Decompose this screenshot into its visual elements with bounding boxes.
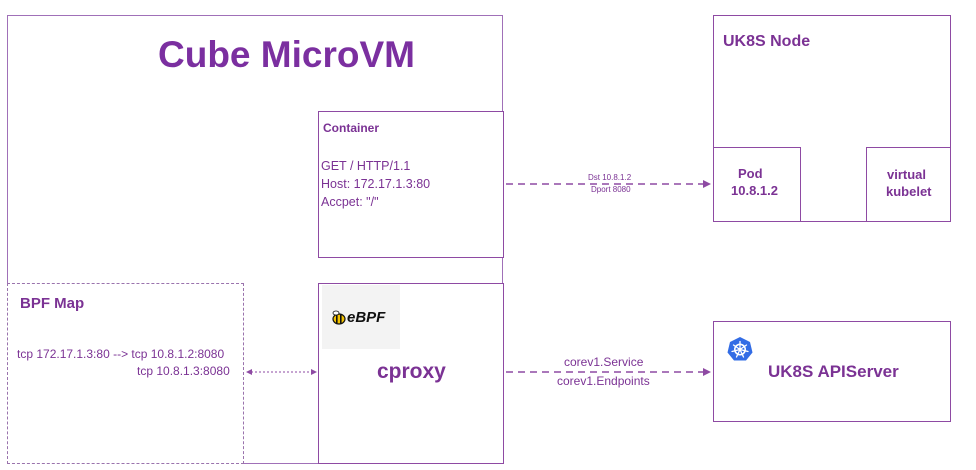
container-request-line2: Host: 172.17.1.3:80 [321,177,431,191]
api-arrow-service-label: corev1.Service [564,355,644,369]
bee-icon [332,310,346,325]
virtual-kubelet-box [866,147,951,222]
pod-arrow-dst-label: Dst 10.8.1.2 [588,173,632,182]
uk8s-apiserver-label: UK8S APIServer [768,362,899,381]
bpf-map-title: BPF Map [20,295,85,312]
container-request-line3: Accpet: "/" [321,195,379,209]
ebpf-logo-text: eBPF [347,309,386,326]
bpf-map-box [7,283,244,464]
container-request-line1: GET / HTTP/1.1 [321,159,411,173]
uk8s-node-title: UK8S Node [723,33,811,50]
kubernetes-icon [727,337,753,361]
virtual-kubelet-line1: virtual [887,167,927,182]
bpf-map-entry-line2: tcp 10.8.1.3:8080 [137,364,230,378]
container-box [318,111,504,258]
ebpf-logo: eBPF [322,285,400,349]
bpf-map-entry-line1: tcp 172.17.1.3:80 --> tcp 10.8.1.2:8080 [17,347,225,361]
microvm-title: Cube MicroVM [158,34,415,75]
pod-ip: 10.8.1.2 [731,183,778,198]
container-title: Container [323,121,380,135]
pod-arrow-dport-label: Dport 8080 [591,185,631,194]
api-arrow-endpoints-label: corev1.Endpoints [557,374,650,388]
pod-label: Pod [738,166,763,181]
virtual-kubelet-line2: kubelet [886,184,932,199]
cproxy-box [318,283,504,464]
pod-box [713,147,801,222]
cproxy-label: cproxy [377,360,446,383]
uk8s-apiserver-box [713,321,951,422]
